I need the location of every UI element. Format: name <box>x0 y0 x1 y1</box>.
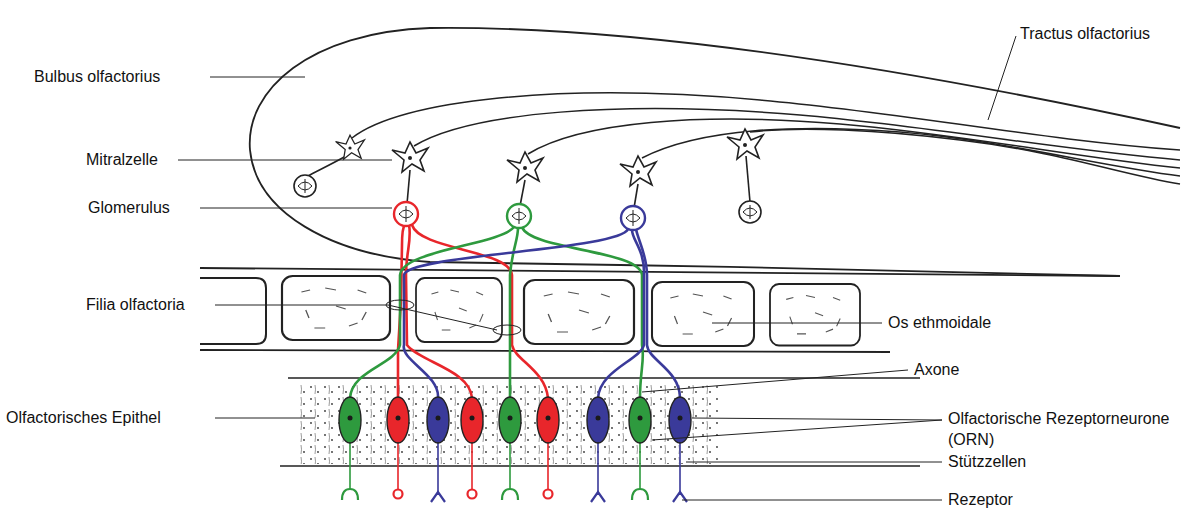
green-neuron <box>339 397 361 443</box>
mitral-dendrite <box>520 180 525 206</box>
mitral-dendrite <box>407 170 410 204</box>
green-neuron <box>629 397 651 443</box>
leader-line <box>686 462 942 463</box>
blue-receptor <box>431 492 687 502</box>
leader-line <box>215 418 315 419</box>
bone-plate <box>200 278 266 344</box>
nucleus <box>546 416 551 421</box>
mitral-cell <box>727 129 763 159</box>
leader-line <box>652 418 942 440</box>
bone-plate <box>416 278 502 342</box>
leader-marker <box>386 300 414 310</box>
tract-fibre <box>642 128 1180 176</box>
mitral-dendrite <box>308 156 346 176</box>
mitral-cell <box>392 142 428 172</box>
mitral-cell <box>620 156 656 186</box>
blue-neuron <box>427 397 449 443</box>
nucleus <box>470 416 475 421</box>
bulbus-outline <box>250 28 1180 276</box>
nucleus <box>396 416 401 421</box>
red-receptor <box>544 490 553 499</box>
tract-fibre <box>352 93 1180 150</box>
tract-fibres <box>352 93 1180 184</box>
leader-line <box>210 77 305 78</box>
mitral-dendrite <box>746 156 750 202</box>
part-label: Os ethmoidale <box>888 313 991 333</box>
bone-plate <box>524 280 634 344</box>
receptor-axons <box>350 224 680 398</box>
bone-plate <box>770 284 860 345</box>
red-neuron <box>537 397 559 443</box>
blue-axon <box>598 230 644 398</box>
blue-neuron <box>669 397 691 443</box>
blue-axon <box>636 229 680 398</box>
part-label: Rezeptor <box>948 490 1013 510</box>
blue-neuron <box>587 397 609 443</box>
bone-plate <box>282 276 390 340</box>
part-label: Stützzellen <box>948 452 1026 472</box>
leader-line <box>215 305 497 330</box>
glomeruli <box>294 175 761 230</box>
tract-fibre <box>750 129 1180 184</box>
leader-line <box>712 323 882 324</box>
green-axon <box>350 227 514 398</box>
red-receptor <box>468 490 477 499</box>
nucleus <box>596 416 601 421</box>
mitral-dendrite <box>634 184 638 208</box>
bone-plate <box>652 282 754 346</box>
part-label: Tractus olfactorius <box>1020 24 1150 44</box>
nucleus <box>508 416 513 421</box>
part-label: Glomerulus <box>88 198 170 218</box>
ethmoid-bone <box>200 268 1120 352</box>
blue-axon <box>404 229 628 398</box>
receptors <box>342 489 687 502</box>
leader-line <box>642 370 908 392</box>
part-label: Mitralzelle <box>86 150 158 170</box>
green-dendrite <box>350 442 640 490</box>
red-dendrite <box>398 442 548 489</box>
receptor-neurons <box>339 397 691 492</box>
leader-line <box>682 500 942 501</box>
part-label: Filia olfactoria <box>86 295 185 315</box>
nucleus <box>678 416 683 421</box>
leader-line <box>200 208 392 209</box>
green-neuron <box>499 397 521 443</box>
red-receptor <box>394 490 403 499</box>
part-label: Olfactorisches Epithel <box>6 408 161 428</box>
neuron-nuclei <box>348 416 683 421</box>
dendrites <box>350 442 680 492</box>
part-label: Axone <box>914 360 959 380</box>
part-label: Bulbus olfactorius <box>34 67 160 87</box>
nucleus <box>638 416 643 421</box>
green-axon <box>522 227 643 398</box>
red-neuron <box>387 397 409 443</box>
blue-dendrite <box>438 442 680 492</box>
glomerulus-texture <box>298 179 757 226</box>
leader-line <box>988 36 1016 120</box>
mitral-cell <box>336 135 365 159</box>
leader-lines <box>178 36 1016 500</box>
bone-outline <box>200 268 1120 352</box>
red-neuron <box>461 397 483 443</box>
mitral-cell <box>507 152 543 182</box>
leader-marker <box>493 325 521 335</box>
part-label: Olfactorische Rezeptorneurone (ORN) <box>948 408 1184 450</box>
nucleus <box>348 416 353 421</box>
nucleus <box>436 416 441 421</box>
leader-line <box>178 160 392 161</box>
tract-fibre <box>528 119 1180 168</box>
